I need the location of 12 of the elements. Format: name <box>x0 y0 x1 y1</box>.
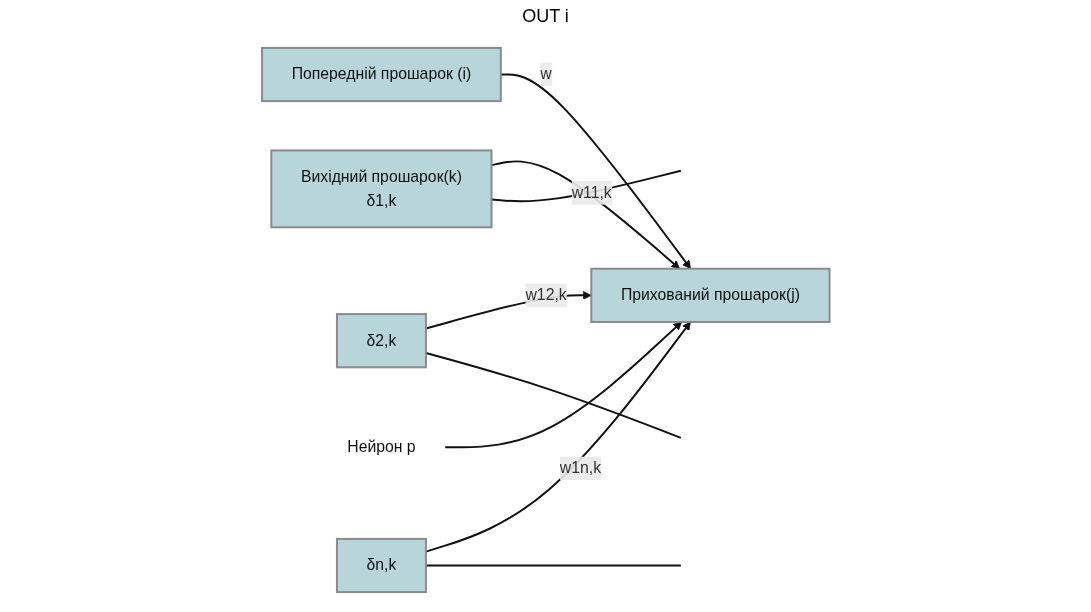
node-box: Прихований прошарок(j) <box>590 267 831 323</box>
node-box: δ2,k <box>335 312 427 368</box>
node-box: Попередній прошарок (i) <box>260 46 502 102</box>
node-text: Нейрон p <box>346 437 416 455</box>
arrow <box>443 321 682 448</box>
note-text: OUT i <box>522 6 569 26</box>
node-box: δn,k <box>335 537 427 593</box>
edge-label: w12,k <box>525 285 567 303</box>
edge-label: w1n,k <box>559 459 601 476</box>
edge-label: w11,k <box>571 183 612 201</box>
node-box: Вихідний прошарок(k) δ1,k <box>270 148 493 228</box>
edge-label: w <box>540 65 552 82</box>
